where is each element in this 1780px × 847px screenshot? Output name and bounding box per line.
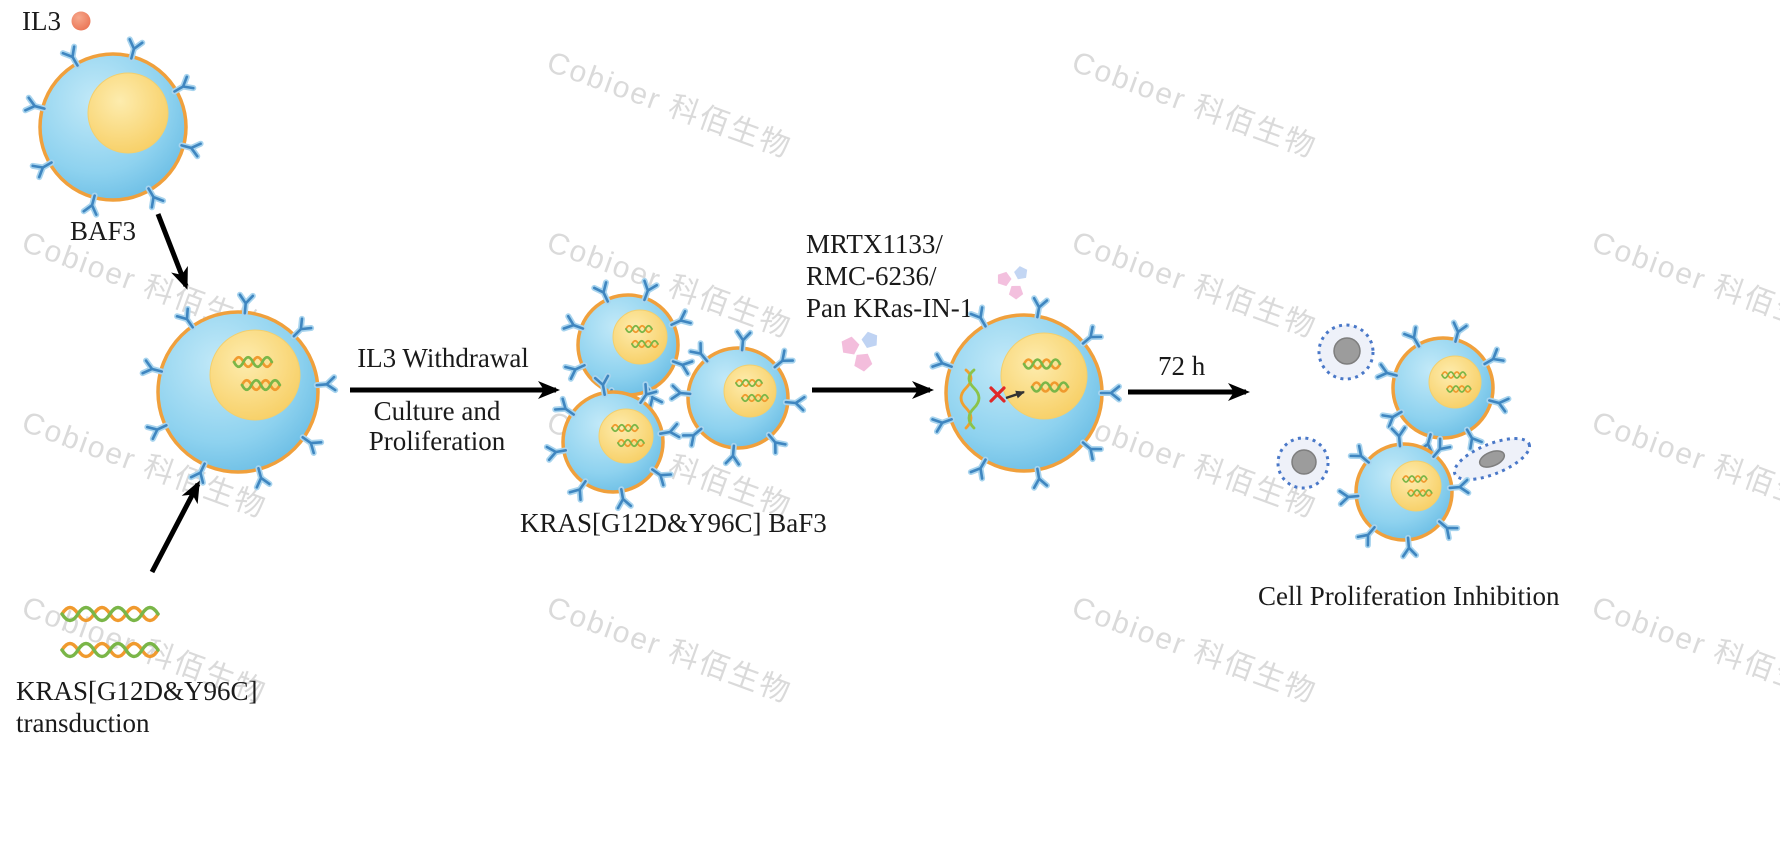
watermark-text: Cobioer 科佰生物: [543, 46, 796, 165]
drug-pentagon-icon: [1006, 281, 1027, 302]
drug-label-line2: RMC-6236/: [806, 261, 937, 291]
il3-label: IL3: [22, 6, 61, 36]
transduction-label-line2: transduction: [16, 708, 150, 738]
culture-label-line2: Proliferation: [369, 426, 506, 456]
il3-ligand-icon: [71, 11, 91, 31]
arrow-dna-to-cell: [149, 480, 201, 574]
drug-label-line3: Pan KRas-IN-1: [806, 293, 973, 323]
treated-cell: [932, 298, 1119, 487]
baf3-label: BAF3: [70, 216, 136, 246]
result-label: Cell Proliferation Inhibition: [1258, 581, 1560, 611]
receptor-icon: [289, 319, 311, 341]
baf3-cell: [25, 39, 200, 214]
transduced-cell: [143, 295, 336, 488]
transduction-label-line1: KRAS[G12D&Y96C]: [16, 676, 258, 706]
receptor-icon: [1101, 387, 1119, 400]
drug-label-line1: MRTX1133/: [806, 229, 943, 259]
apoptotic-cell-2: [1276, 436, 1330, 490]
duration-label: 72 h: [1158, 351, 1206, 381]
il3-withdrawal-label: IL3 Withdrawal: [357, 343, 529, 373]
kras-baf3-cell-2: [547, 376, 679, 508]
apoptotic-cell-3: [1452, 437, 1532, 481]
watermark-text: Cobioer 科佰生物: [1068, 46, 1321, 165]
drug-pentagon-icon: [860, 329, 880, 349]
cell-nucleus: [1291, 449, 1317, 475]
watermark-text: Cobioer 科佰生物: [1588, 406, 1780, 525]
kras-baf3-cell-3: [672, 332, 805, 465]
inhibition-cross-icon: [989, 386, 1006, 403]
cell-nucleus: [1478, 450, 1506, 468]
drug-pentagon-icon: [995, 269, 1014, 287]
dna-helix-icon: [60, 605, 160, 623]
watermark-text: Cobioer 科佰生物: [1588, 591, 1780, 710]
apoptotic-cell-1: [1317, 323, 1375, 381]
watermark-text: Cobioer 科佰生物: [1588, 226, 1780, 345]
kras-baf3-cell-1: [564, 281, 692, 409]
drug-molecules-cluster-1: [839, 329, 880, 374]
cell-nucleus: [1333, 337, 1361, 365]
arrow-baf3-to-transduced: [155, 213, 189, 290]
surviving-cell-1: [1378, 323, 1509, 454]
receptor-icon: [1079, 327, 1101, 349]
surviving-cell-2: [1340, 428, 1469, 557]
kras-baf3-label: KRAS[G12D&Y96C] BaF3: [520, 508, 827, 538]
drug-pentagon-icon: [839, 335, 861, 356]
mutant-protein-icon: [959, 368, 973, 430]
cell-nucleus: [87, 72, 169, 154]
cell-nucleus: [598, 408, 654, 464]
mutant-protein-icon: [967, 368, 981, 430]
drug-pentagon-icon: [1013, 264, 1029, 280]
drug-molecules-cluster-2: [995, 264, 1029, 302]
blocked-signal-arrow-icon: [1005, 390, 1025, 400]
cell-nucleus: [1390, 460, 1442, 512]
cell-nucleus: [723, 364, 777, 418]
cell-nucleus: [1000, 332, 1088, 420]
culture-label-line1: Culture and: [374, 396, 501, 426]
cell-nucleus: [209, 329, 301, 421]
cell-nucleus: [612, 309, 668, 365]
cell-nucleus: [1428, 355, 1482, 409]
watermark-text: Cobioer 科佰生物: [543, 591, 796, 710]
watermark-text: Cobioer 科佰生物: [1068, 226, 1321, 345]
